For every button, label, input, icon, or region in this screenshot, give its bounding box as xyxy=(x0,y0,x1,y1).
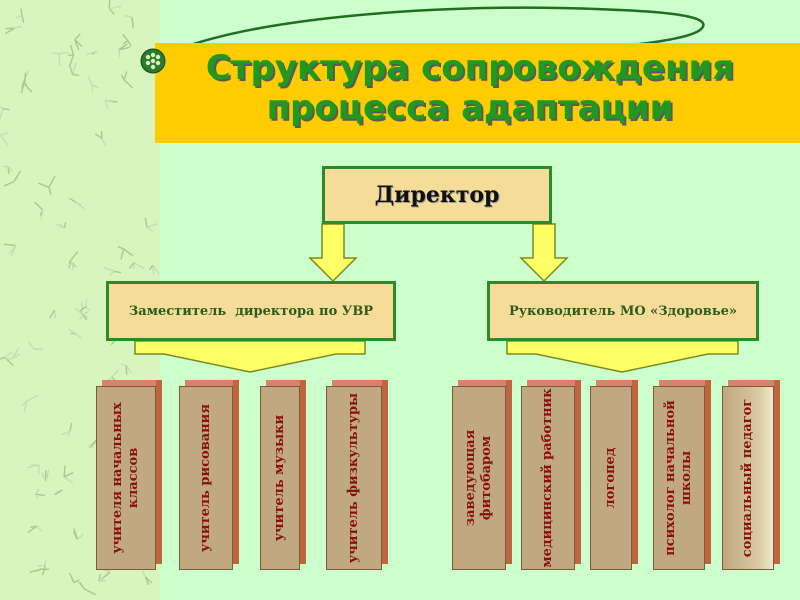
pattern-glyph xyxy=(68,572,80,584)
pattern-glyph xyxy=(55,221,67,229)
staff-card: заведующая фитобаром xyxy=(452,380,512,570)
staff-card: учитель физкультуры xyxy=(326,380,388,570)
pattern-glyph xyxy=(94,131,106,146)
pattern-glyph xyxy=(120,363,132,375)
spread-arrow-left xyxy=(134,340,366,373)
pattern-glyph xyxy=(15,8,25,23)
spread-arrow-right xyxy=(506,340,739,373)
pattern-glyph xyxy=(51,51,69,67)
title-band xyxy=(155,43,800,143)
pattern-glyph xyxy=(34,201,44,220)
mo-head-label: Руководитель МО «Здоровье» xyxy=(508,303,738,319)
pattern-glyph xyxy=(21,394,39,413)
title-line-1: Структура сопровождения xyxy=(205,48,735,88)
pattern-glyph xyxy=(28,340,44,350)
staff-card-label: учитель физкультуры xyxy=(346,392,361,564)
pattern-glyph xyxy=(27,464,40,475)
staff-card: социальный педагог xyxy=(722,380,780,570)
pattern-glyph xyxy=(2,165,13,174)
pattern-glyph xyxy=(41,469,50,483)
deputy-director-box: Заместитель директора по УВР xyxy=(106,281,396,341)
staff-card: психолог начальной школы xyxy=(653,380,711,570)
mo-head-box: Руководитель МО «Здоровье» xyxy=(487,281,759,341)
down-arrow-left xyxy=(308,223,358,283)
staff-card-label: медицинский работник xyxy=(540,388,555,568)
pattern-glyph xyxy=(29,568,50,574)
pattern-glyph xyxy=(141,570,153,586)
title-line-2: процесса адаптации xyxy=(266,88,674,128)
pattern-glyph xyxy=(67,261,78,270)
pattern-glyph xyxy=(20,72,33,94)
pattern-glyph xyxy=(0,105,10,122)
staff-card-label: социальный педагог xyxy=(740,398,755,558)
pattern-glyph xyxy=(120,71,134,89)
staff-card: учитель музыки xyxy=(260,380,306,570)
decorative-pattern xyxy=(0,0,160,596)
pattern-glyph xyxy=(108,0,122,15)
pattern-glyph xyxy=(79,298,91,312)
pattern-glyph xyxy=(53,489,63,496)
pattern-glyph xyxy=(4,25,22,35)
staff-card: медицинский работник xyxy=(521,380,581,570)
staff-card-label: учитель музыки xyxy=(272,414,287,542)
staff-card-label: логопед xyxy=(603,447,618,509)
staff-card: учитель рисования xyxy=(179,380,239,570)
pattern-glyph xyxy=(35,488,45,500)
pattern-glyph xyxy=(72,528,85,540)
staff-card-label: учителя начальных классов xyxy=(110,402,141,554)
page-title: Структура сопровождения процесса адаптац… xyxy=(190,48,750,128)
pattern-glyph xyxy=(37,175,56,195)
bullet-icon xyxy=(140,48,166,74)
deputy-director-label: Заместитель директора по УВР xyxy=(128,303,374,319)
pattern-glyph xyxy=(0,131,9,146)
pattern-glyph xyxy=(86,50,98,56)
pattern-glyph xyxy=(103,266,121,276)
pattern-glyph xyxy=(3,170,22,187)
pattern-glyph xyxy=(49,309,57,319)
staff-card: логопед xyxy=(590,380,638,570)
pattern-glyph xyxy=(122,33,132,47)
pattern-glyph xyxy=(3,243,17,257)
pattern-glyph xyxy=(68,44,75,67)
pattern-glyph xyxy=(79,311,89,320)
pattern-glyph xyxy=(2,347,21,360)
pattern-glyph xyxy=(27,525,42,534)
down-arrow-right xyxy=(519,223,569,283)
staff-card-label: учитель рисования xyxy=(198,404,213,552)
director-label: Директор xyxy=(374,182,500,208)
staff-card-label: психолог начальной школы xyxy=(663,400,694,556)
pattern-glyph xyxy=(87,75,100,92)
pattern-glyph xyxy=(117,245,134,260)
pattern-glyph xyxy=(144,217,158,232)
pattern-glyph xyxy=(68,328,82,339)
pattern-glyph xyxy=(68,197,85,210)
director-box: Директор xyxy=(322,166,552,224)
pattern-glyph xyxy=(60,422,73,437)
pattern-glyph xyxy=(63,465,74,484)
pattern-glyph xyxy=(38,559,47,576)
pattern-glyph xyxy=(104,99,118,110)
pattern-glyph xyxy=(76,579,97,596)
pattern-glyph xyxy=(118,43,130,58)
pattern-glyph xyxy=(128,261,145,270)
staff-card: учителя начальных классов xyxy=(96,380,162,570)
pattern-glyph xyxy=(74,33,83,51)
pattern-glyph xyxy=(148,264,160,275)
staff-card-label: заведующая фитобаром xyxy=(463,429,494,527)
pattern-glyph xyxy=(98,574,106,583)
pattern-glyph xyxy=(124,14,134,29)
